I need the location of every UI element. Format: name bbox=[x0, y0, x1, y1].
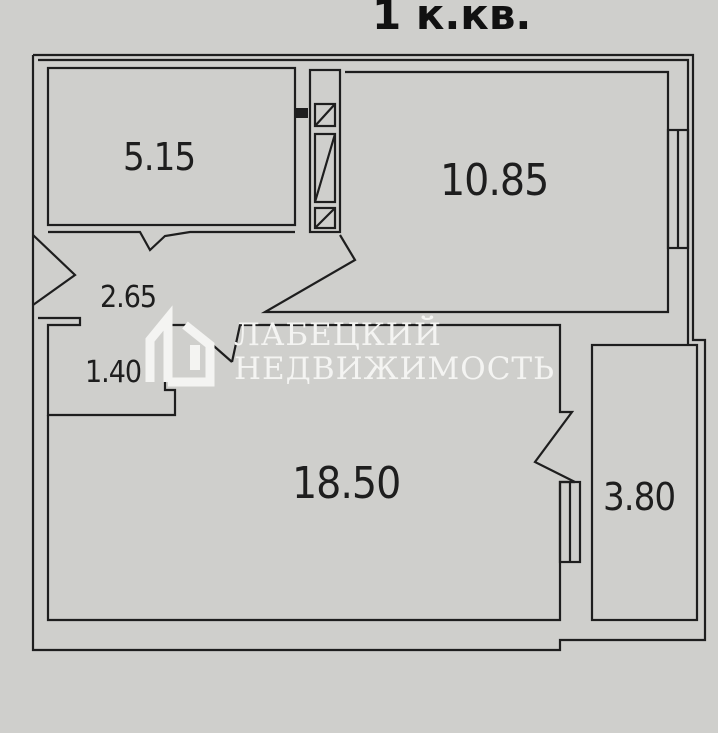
area-living-room: 18.50 bbox=[292, 458, 401, 509]
watermark-text: ЛАБЕЦКИЙ НЕДВИЖИМОСТЬ bbox=[234, 318, 555, 386]
living-window bbox=[558, 480, 582, 564]
room-bathroom-outline bbox=[38, 316, 233, 417]
area-bedroom: 10.85 bbox=[440, 155, 549, 206]
watermark-line2: НЕДВИЖИМОСТЬ bbox=[234, 351, 555, 387]
room-bedroom-outline bbox=[260, 70, 670, 314]
plan-title: 1 к.кв. bbox=[372, 0, 532, 39]
watermark-logo bbox=[145, 305, 215, 387]
room-balcony-outline bbox=[590, 343, 699, 622]
area-balcony: 3.80 bbox=[603, 475, 676, 519]
hallway-top bbox=[48, 230, 295, 252]
room-living-outline bbox=[46, 323, 576, 622]
room-storage-outline bbox=[46, 66, 297, 227]
entrance-door bbox=[32, 234, 77, 306]
watermark-line1: ЛАБЕЦКИЙ bbox=[234, 317, 442, 353]
area-hallway: 2.65 bbox=[100, 280, 157, 315]
outer-walls bbox=[31, 53, 707, 652]
vent-shaft bbox=[296, 68, 342, 234]
bedroom-window bbox=[666, 128, 690, 250]
area-bathroom: 1.40 bbox=[85, 355, 142, 390]
area-storage: 5.15 bbox=[123, 135, 196, 179]
